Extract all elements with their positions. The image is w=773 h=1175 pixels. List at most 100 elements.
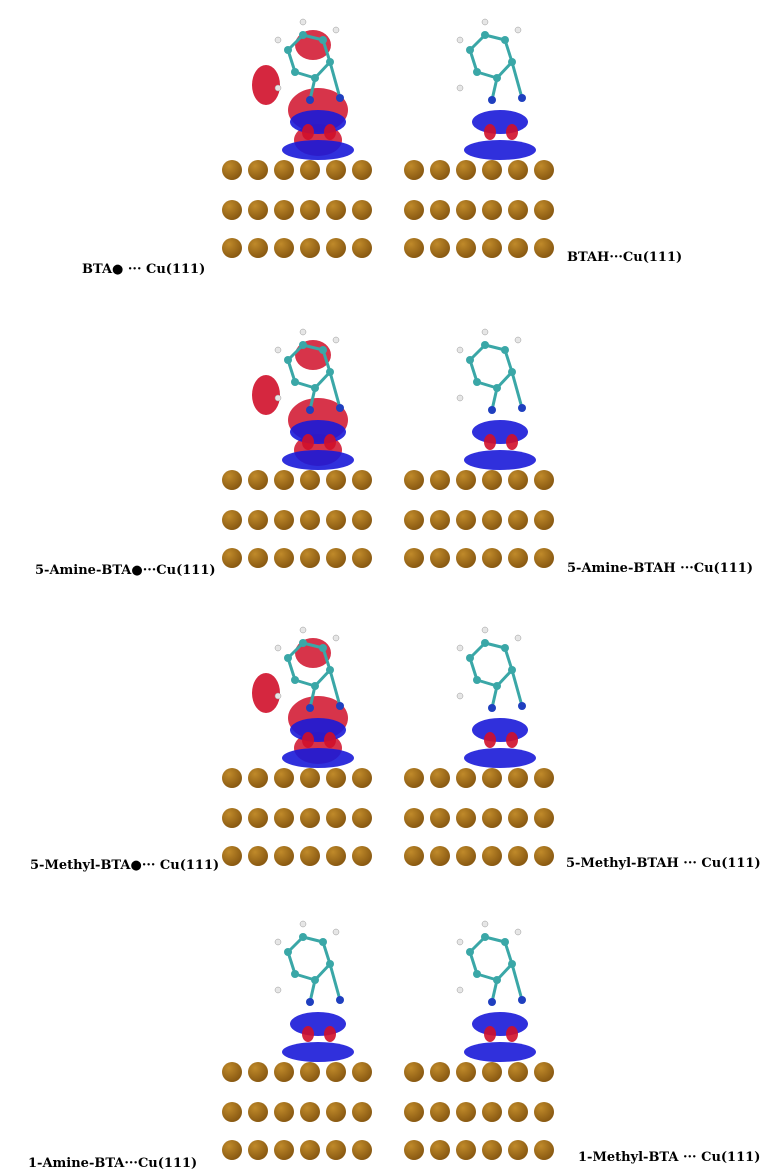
copper-atom-icon bbox=[222, 510, 242, 530]
copper-atom-icon bbox=[534, 160, 554, 180]
charge-density-icon bbox=[506, 732, 518, 748]
charge-density-icon bbox=[324, 124, 336, 140]
copper-atom-icon bbox=[508, 510, 528, 530]
copper-atom-icon bbox=[482, 768, 502, 788]
copper-atom-icon bbox=[508, 808, 528, 828]
charge-density-icon bbox=[302, 1026, 314, 1042]
copper-atom-icon bbox=[222, 1102, 242, 1122]
copper-atom-icon bbox=[222, 846, 242, 866]
charge-density-icon bbox=[302, 434, 314, 450]
copper-atom-icon bbox=[430, 160, 450, 180]
copper-atom-icon bbox=[482, 1140, 502, 1160]
copper-atom-icon bbox=[482, 200, 502, 220]
caption-row2-left: 5-Amine-BTA●···Cu(111) bbox=[35, 563, 216, 578]
copper-atom-icon bbox=[274, 1062, 294, 1082]
copper-atom-icon bbox=[326, 1140, 346, 1160]
copper-atom-icon bbox=[534, 846, 554, 866]
copper-slab bbox=[404, 160, 554, 258]
charge-density-icon bbox=[472, 110, 528, 134]
copper-atom-icon bbox=[534, 548, 554, 568]
copper-atom-icon bbox=[404, 470, 424, 490]
copper-atom-icon bbox=[300, 768, 320, 788]
copper-atom-icon bbox=[456, 200, 476, 220]
copper-atom-icon bbox=[352, 470, 372, 490]
copper-atom-icon bbox=[248, 1140, 268, 1160]
copper-atom-icon bbox=[482, 510, 502, 530]
copper-atom-icon bbox=[456, 1062, 476, 1082]
panel-row4-left bbox=[222, 920, 372, 1160]
copper-atom-icon bbox=[404, 1140, 424, 1160]
copper-atom-icon bbox=[274, 160, 294, 180]
copper-atom-icon bbox=[404, 548, 424, 568]
charge-density-icon bbox=[506, 434, 518, 450]
copper-atom-icon bbox=[508, 846, 528, 866]
copper-atom-icon bbox=[430, 808, 450, 828]
panel-row2-left bbox=[222, 328, 372, 568]
copper-atom-icon bbox=[274, 548, 294, 568]
copper-atom-icon bbox=[274, 808, 294, 828]
charge-density-icon bbox=[252, 65, 280, 105]
copper-atom-icon bbox=[456, 768, 476, 788]
copper-atom-icon bbox=[326, 846, 346, 866]
copper-slab bbox=[222, 1062, 372, 1160]
copper-atom-icon bbox=[404, 808, 424, 828]
copper-atom-icon bbox=[248, 808, 268, 828]
copper-atom-icon bbox=[274, 1102, 294, 1122]
copper-atom-icon bbox=[352, 1140, 372, 1160]
copper-atom-icon bbox=[508, 1062, 528, 1082]
copper-atom-icon bbox=[534, 768, 554, 788]
copper-atom-icon bbox=[430, 846, 450, 866]
molecule-icon bbox=[252, 626, 354, 768]
copper-atom-icon bbox=[274, 470, 294, 490]
copper-atom-icon bbox=[248, 160, 268, 180]
copper-atom-icon bbox=[300, 238, 320, 258]
copper-atom-icon bbox=[534, 1102, 554, 1122]
copper-atom-icon bbox=[404, 846, 424, 866]
copper-atom-icon bbox=[508, 1102, 528, 1122]
copper-atom-icon bbox=[456, 548, 476, 568]
copper-atom-icon bbox=[326, 548, 346, 568]
copper-atom-icon bbox=[430, 200, 450, 220]
copper-atom-icon bbox=[222, 548, 242, 568]
copper-atom-icon bbox=[482, 160, 502, 180]
charge-density-icon bbox=[484, 1026, 496, 1042]
charge-density-icon bbox=[484, 732, 496, 748]
caption-row4-right: 1-Methyl-BTA ··· Cu(111) bbox=[578, 1150, 761, 1165]
caption-row1-left: BTA● ··· Cu(111) bbox=[82, 262, 206, 277]
charge-density-icon bbox=[464, 748, 536, 768]
copper-slab bbox=[404, 470, 554, 568]
copper-atom-icon bbox=[352, 808, 372, 828]
copper-slab bbox=[222, 768, 372, 866]
copper-atom-icon bbox=[430, 1102, 450, 1122]
copper-atom-icon bbox=[534, 200, 554, 220]
copper-atom-icon bbox=[456, 1102, 476, 1122]
copper-atom-icon bbox=[248, 768, 268, 788]
copper-atom-icon bbox=[456, 470, 476, 490]
charge-density-icon bbox=[484, 124, 496, 140]
copper-atom-icon bbox=[508, 1140, 528, 1160]
panel-row3-right bbox=[404, 626, 554, 866]
charge-density-icon bbox=[506, 1026, 518, 1042]
charge-density-icon bbox=[252, 375, 280, 415]
copper-atom-icon bbox=[300, 200, 320, 220]
copper-atom-icon bbox=[534, 808, 554, 828]
copper-atom-icon bbox=[430, 238, 450, 258]
charge-density-icon bbox=[290, 420, 346, 444]
charge-density-icon bbox=[282, 1042, 354, 1062]
charge-density-icon bbox=[290, 110, 346, 134]
copper-atom-icon bbox=[508, 200, 528, 220]
copper-atom-icon bbox=[300, 808, 320, 828]
copper-atom-icon bbox=[456, 808, 476, 828]
copper-atom-icon bbox=[222, 470, 242, 490]
charge-density-icon bbox=[282, 748, 354, 768]
charge-density-icon bbox=[472, 718, 528, 742]
caption-row3-left: 5-Methyl-BTA●··· Cu(111) bbox=[30, 858, 220, 873]
charge-density-icon bbox=[290, 718, 346, 742]
copper-atom-icon bbox=[274, 510, 294, 530]
copper-atom-icon bbox=[222, 768, 242, 788]
copper-slab bbox=[404, 1062, 554, 1160]
caption-row1-right: BTAH···Cu(111) bbox=[567, 250, 683, 265]
copper-atom-icon bbox=[456, 238, 476, 258]
copper-atom-icon bbox=[482, 808, 502, 828]
copper-atom-icon bbox=[430, 470, 450, 490]
